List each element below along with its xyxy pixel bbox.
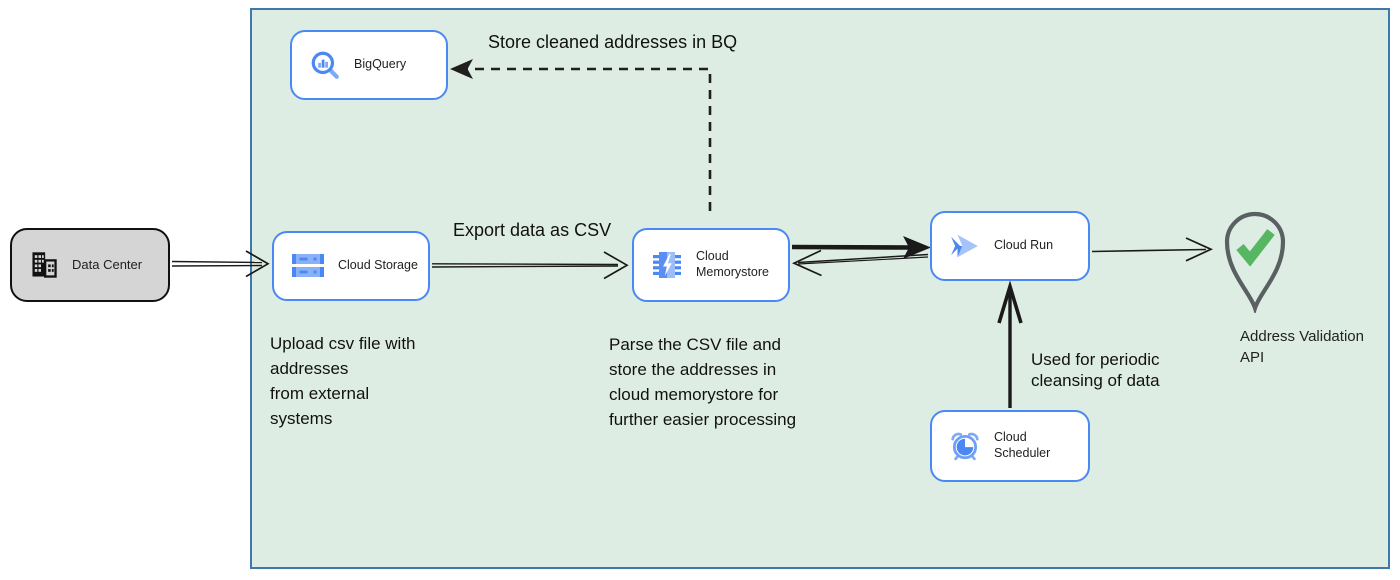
bigquery-node[interactable]: BigQuery — [290, 30, 448, 100]
parse-note: Parse the CSV file and store the address… — [609, 335, 797, 429]
address-validation-pin[interactable] — [1220, 209, 1290, 316]
map-pin-check-icon — [1224, 211, 1286, 316]
cloud-scheduler-label: Cloud Scheduler — [994, 430, 1051, 460]
store-bq-annotation: Store cleaned addresses in BQ — [488, 32, 738, 52]
upload-note: Upload csv file with addresses from exte… — [270, 334, 416, 428]
cloud-storage-node[interactable]: Cloud Storage — [272, 231, 430, 301]
cloud-memorystore-label: Cloud Memorystore — [696, 249, 769, 279]
memorystore-chip-icon — [651, 249, 683, 281]
cloud-run-node[interactable]: Cloud Run — [930, 211, 1090, 281]
address-validation-label: Address Validation API — [1240, 328, 1364, 366]
cloud-run-chevron-icon — [949, 232, 981, 260]
cloud-storage-label: Cloud Storage — [338, 258, 418, 273]
bigquery-label: BigQuery — [354, 57, 407, 72]
periodic-note: Used for periodic cleansing of data — [1031, 350, 1160, 390]
scheduler-alarm-clock-icon — [949, 430, 981, 462]
cloud-run-label: Cloud Run — [994, 238, 1054, 253]
data-center-node[interactable]: Data Center — [10, 228, 170, 302]
gcp-boundary-box — [250, 8, 1390, 569]
cloud-memorystore-node[interactable]: Cloud Memorystore — [632, 228, 790, 302]
bigquery-magnifier-icon — [309, 49, 341, 81]
export-csv-annotation: Export data as CSV — [453, 220, 612, 240]
cloud-scheduler-node[interactable]: Cloud Scheduler — [930, 410, 1090, 482]
building-icon — [29, 250, 59, 280]
storage-buckets-icon — [291, 252, 325, 280]
data-center-label: Data Center — [72, 256, 143, 272]
